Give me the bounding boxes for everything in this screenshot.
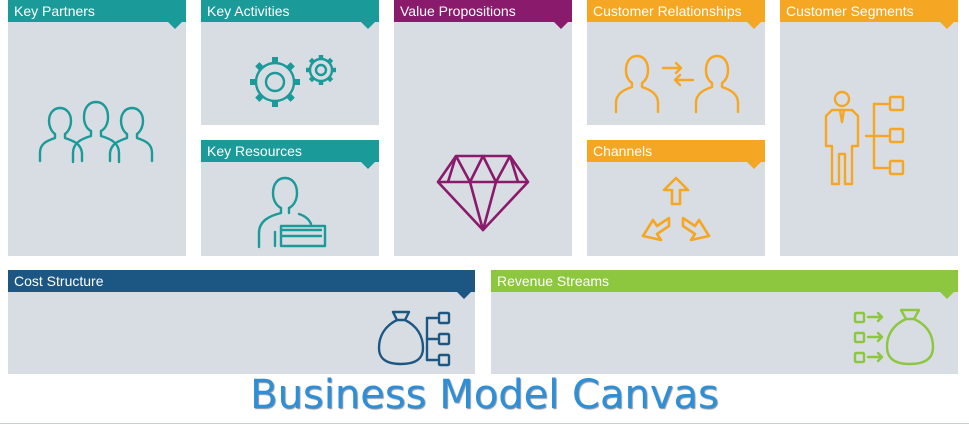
block-revenue-streams: Revenue Streams xyxy=(491,270,958,374)
block-cost-structure: Cost Structure xyxy=(8,270,475,374)
header-cost-structure: Cost Structure xyxy=(8,270,475,299)
header-channels: Channels xyxy=(587,140,765,169)
block-value-propositions: Value Propositions xyxy=(394,0,572,256)
header-key-partners: Key Partners xyxy=(8,0,186,29)
person-with-money-icon xyxy=(255,176,329,252)
header-revenue-streams: Revenue Streams xyxy=(491,270,958,299)
block-channels: Channels xyxy=(587,140,765,256)
bottom-divider xyxy=(0,423,969,424)
block-customer-relationships: Customer Relationships xyxy=(587,0,765,125)
exchange-people-icon xyxy=(614,52,740,114)
people-group-icon xyxy=(38,100,154,166)
gears-icon xyxy=(245,50,341,114)
block-key-resources: Key Resources xyxy=(201,140,379,256)
money-bag-hierarchy-icon xyxy=(377,306,455,368)
canvas-title: Business Model Canvas xyxy=(250,372,719,418)
header-key-resources: Key Resources xyxy=(201,140,379,169)
money-bag-inflow-icon xyxy=(853,306,935,368)
header-key-activities: Key Activities xyxy=(201,0,379,29)
block-key-activities: Key Activities xyxy=(201,0,379,125)
header-customer-segments: Customer Segments xyxy=(780,0,958,29)
header-customer-relationships: Customer Relationships xyxy=(587,0,765,29)
block-key-partners: Key Partners xyxy=(8,0,186,256)
distribution-arrows-icon xyxy=(639,174,713,246)
block-customer-segments: Customer Segments xyxy=(780,0,958,256)
header-value-propositions: Value Propositions xyxy=(394,0,572,29)
diamond-icon xyxy=(434,152,532,234)
person-hierarchy-icon xyxy=(824,90,910,188)
